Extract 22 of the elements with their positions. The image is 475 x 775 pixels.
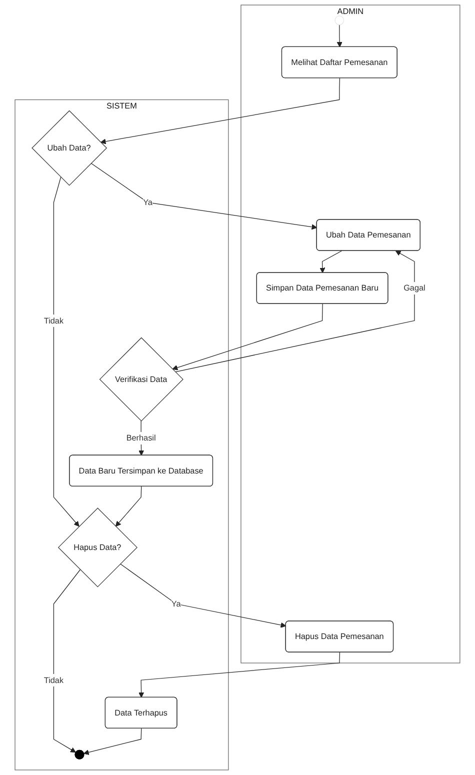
node-diamond: Verifikasi Data: [99, 337, 184, 422]
edge-label: Ya: [171, 599, 181, 608]
arrow: [120, 564, 286, 628]
edge-label: Berhasil: [126, 433, 156, 443]
node-circle: [334, 16, 344, 26]
node-diamond: Hapus Data?: [58, 508, 138, 588]
edge-label: Tidak: [44, 316, 64, 326]
edge-label: Ya: [143, 198, 152, 207]
node-diamond: Ubah Data?: [32, 110, 108, 186]
arrow: [175, 250, 415, 372]
arrow: [336, 24, 342, 48]
arrow: [320, 250, 342, 274]
arrow: [53, 569, 81, 753]
edge-label: Gagal: [404, 283, 426, 293]
arrow: [115, 486, 142, 527]
arrow: [90, 162, 318, 230]
edge-label: Tidak: [44, 675, 64, 685]
arrow: [53, 176, 80, 527]
arrow: [172, 304, 323, 370]
arrow: [138, 652, 340, 698]
arrow: [100, 78, 340, 144]
arrow: [84, 728, 142, 755]
